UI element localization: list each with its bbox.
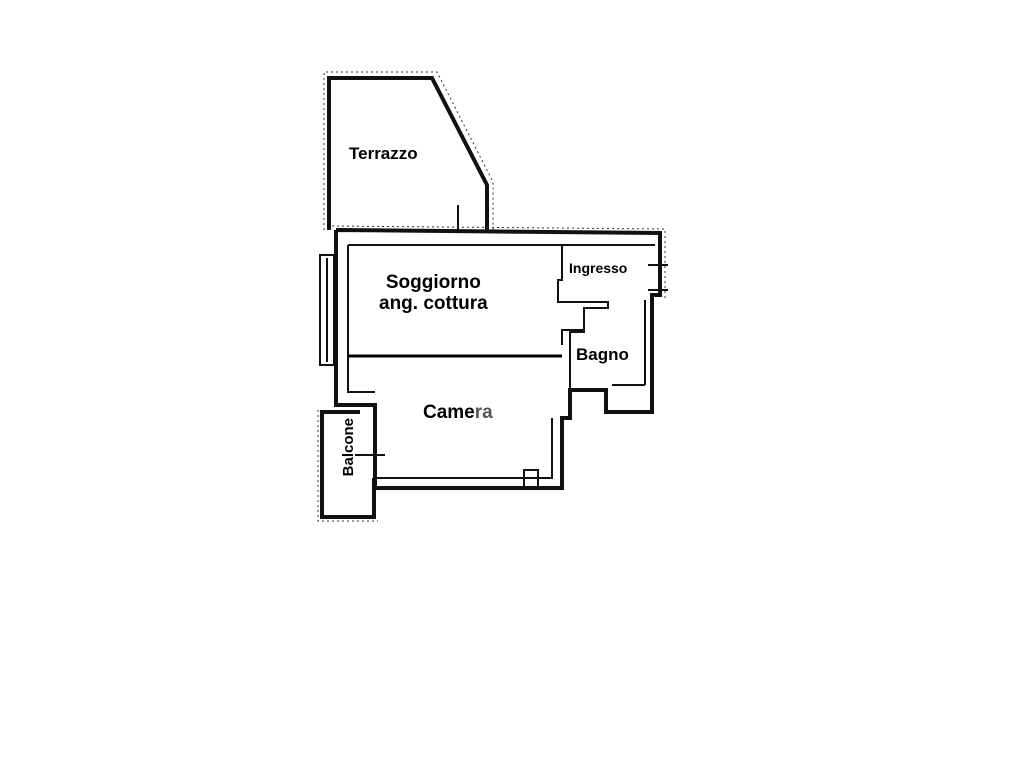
bagno-partition <box>561 329 584 345</box>
soggiorno-inner-wall <box>347 245 375 393</box>
camera-fixture <box>523 469 539 489</box>
balcone-outline <box>320 410 376 519</box>
balcone-hatch <box>317 410 378 522</box>
room-label-camera: Camera <box>423 403 493 422</box>
apartment-outer-hatch <box>331 225 666 298</box>
camera-label-tail: ra <box>474 402 493 423</box>
room-label-soggiorno: Soggiorno ang. cottura <box>379 272 488 314</box>
room-label-ingresso: Ingresso <box>569 260 628 276</box>
room-label-terrazzo: Terrazzo <box>349 144 418 163</box>
room-label-bagno: Bagno <box>576 345 629 364</box>
soggiorno-line-1: Soggiorno <box>385 272 481 293</box>
soggiorno-line-2: ang. cottura <box>379 293 488 314</box>
camera-label-main: Came <box>423 402 475 423</box>
terrazzo-inner-hatch <box>323 71 494 230</box>
camera-inner-wall <box>374 405 553 479</box>
soggiorno-window <box>319 254 335 366</box>
ingresso-partition <box>557 245 609 418</box>
room-label-balcone: Balcone <box>340 418 357 477</box>
terrazzo-outline <box>327 76 489 230</box>
